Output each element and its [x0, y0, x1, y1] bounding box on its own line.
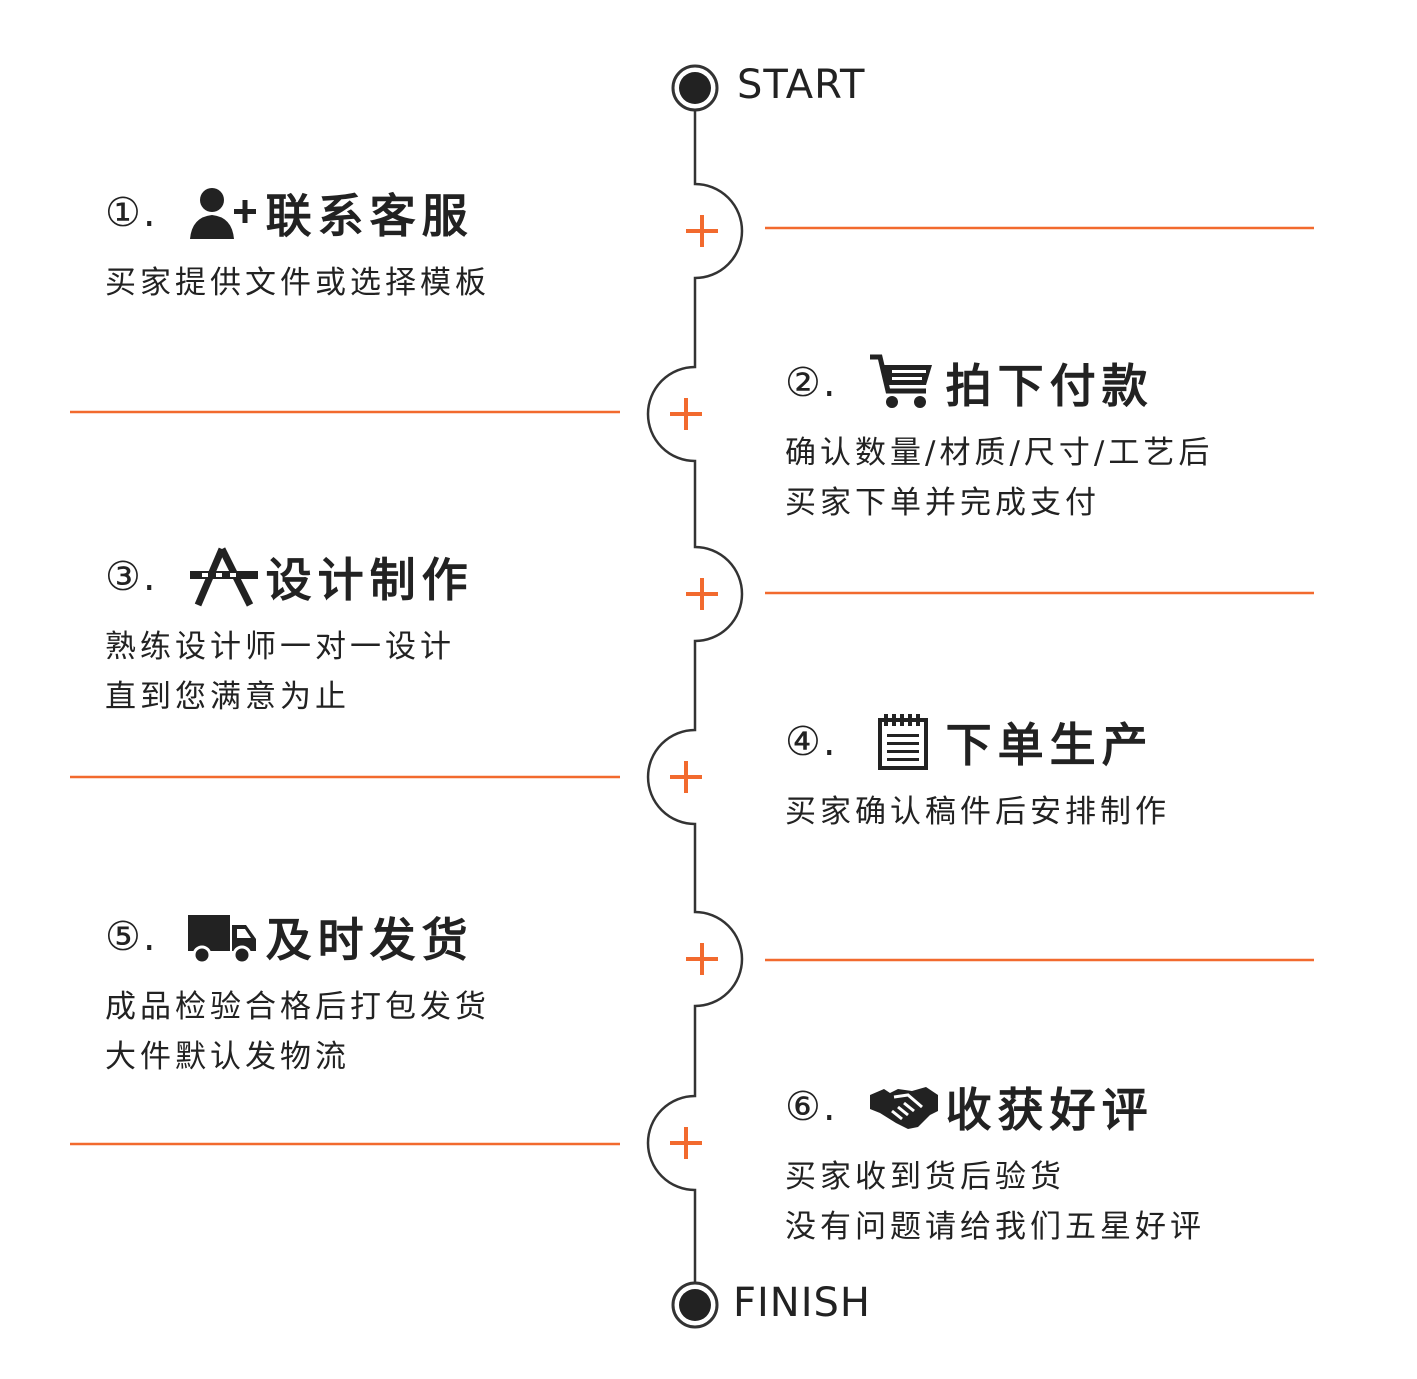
step-desc-line: 成品检验合格后打包发货	[105, 989, 490, 1025]
step-title: 拍下付款	[945, 359, 1154, 413]
step-desc-line: 没有问题请给我们五星好评	[785, 1209, 1205, 1245]
step-title: 及时发货	[265, 913, 474, 967]
delivery-truck-icon	[187, 915, 256, 965]
step-desc-line: 确认数量/材质/尺寸/工艺后	[785, 435, 1214, 471]
step-title: 设计制作	[265, 553, 474, 607]
step-desc-line: 买家提供文件或选择模板	[105, 265, 490, 301]
plus-icon	[670, 398, 702, 430]
plus-icon	[686, 215, 718, 247]
design-tools-icon	[189, 547, 258, 607]
step-number: ③.	[105, 554, 158, 600]
step-title: 联系客服	[265, 189, 474, 243]
notepad-icon	[877, 714, 928, 770]
step-title: 收获好评	[945, 1083, 1154, 1137]
plus-icon	[670, 1127, 702, 1159]
step-1: ①. 联系客服 买家提供文件或选择模板	[105, 178, 490, 308]
start-label: START	[737, 62, 866, 108]
step-desc-line: 熟练设计师一对一设计	[105, 629, 455, 665]
plus-icon	[686, 578, 718, 610]
step-3: ③. 设计制作 熟练设计师一对一设计 直到您满意为止	[105, 542, 474, 722]
plus-icon	[686, 943, 718, 975]
handshake-icon	[869, 1087, 938, 1129]
step-number: ⑥.	[785, 1084, 838, 1130]
step-number: ②.	[785, 360, 838, 406]
step-6: ⑥. 收获好评 买家收到货后验货 没有问题请给我们五星好评	[785, 1072, 1205, 1252]
finish-label: FINISH	[733, 1280, 871, 1326]
shopping-cart-icon	[869, 354, 932, 408]
step-desc-line: 买家收到货后验货	[785, 1159, 1065, 1195]
timeline-spine	[646, 88, 744, 1305]
step-number: ④.	[785, 719, 838, 765]
plus-icon	[670, 761, 702, 793]
step-desc-line: 买家下单并完成支付	[785, 485, 1100, 521]
step-2: ②. 拍下付款 确认数量/材质/尺寸/工艺后 买家下单并完成支付	[785, 348, 1213, 528]
start-dot	[671, 64, 719, 112]
step-desc-line: 买家确认稿件后安排制作	[785, 794, 1170, 830]
step-number: ①.	[105, 190, 158, 236]
step-number: ⑤.	[105, 914, 158, 960]
step-title: 下单生产	[945, 718, 1154, 772]
step-desc-line: 直到您满意为止	[105, 679, 350, 715]
finish-dot	[671, 1281, 719, 1329]
add-user-icon	[189, 188, 256, 239]
step-5: ⑤. 及时发货 成品检验合格后打包发货 大件默认发物流	[105, 902, 490, 1082]
step-4: ④. 下单生产 买家确认稿件后安排制作	[785, 707, 1170, 837]
step-desc-line: 大件默认发物流	[105, 1039, 350, 1075]
